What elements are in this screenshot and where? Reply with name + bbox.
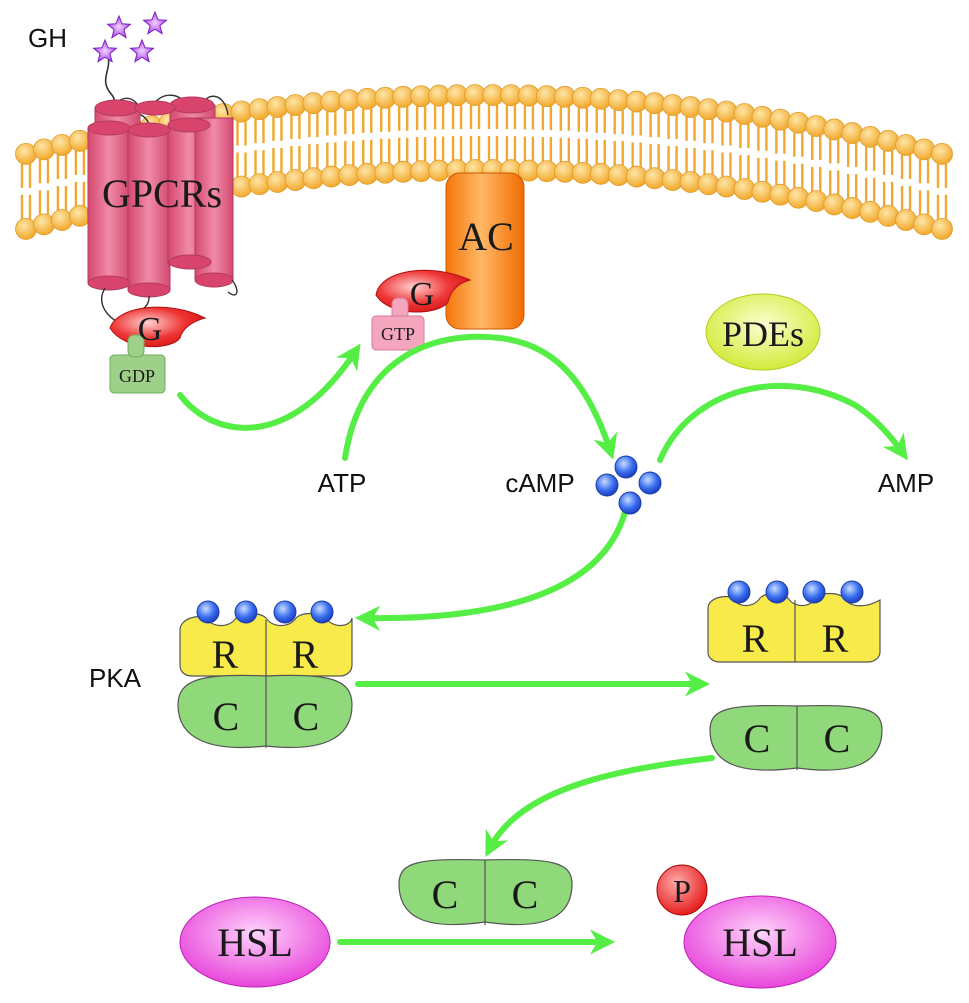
catalytic-label-4: C <box>824 716 851 761</box>
regulatory-subunits: R R <box>179 612 353 677</box>
lipid-head <box>859 125 882 148</box>
lipid-head <box>877 204 900 227</box>
gdp-label: GDP <box>119 366 155 386</box>
hsl-inactive: HSL <box>179 896 331 988</box>
lipid-head <box>805 115 828 137</box>
catalytic-label-6: C <box>512 872 539 917</box>
camp-molecule-dot-icon <box>595 455 662 515</box>
camp-label: cAMP <box>505 468 574 498</box>
gh-molecule-star-icon <box>106 14 132 39</box>
pka-catalytic-dimer-active: C C <box>398 858 573 926</box>
lipid-head <box>877 129 900 152</box>
lipid-head <box>15 142 37 165</box>
camp-to-pka-arrow <box>354 509 628 631</box>
gh-molecule-star-icon <box>142 10 168 35</box>
regulatory-label-4: R <box>822 616 849 661</box>
hsl-label-2: HSL <box>722 920 798 965</box>
regulatory-label-1: R <box>212 632 239 677</box>
lipid-head <box>51 134 73 156</box>
gh-molecule-star-icon <box>129 38 155 63</box>
lipid-head <box>733 178 756 200</box>
pka-catalytic-dimer-free: C C <box>709 704 883 771</box>
gpcrs-label: GPCRs <box>102 171 222 216</box>
regulatory-label-3: R <box>742 616 769 661</box>
pdes-enzyme: PDEs <box>705 293 821 371</box>
lipid-head <box>68 129 91 152</box>
lipid-head <box>913 213 935 236</box>
camp-to-amp-arrow <box>657 382 908 463</box>
lipid-head <box>895 134 917 156</box>
pka-regulatory-dimer: R R <box>707 580 881 663</box>
lipid-head <box>841 122 864 144</box>
hsl-phosphorylated: HSL P <box>656 864 837 989</box>
lipid-head <box>787 111 810 134</box>
pka-holoenzyme: R R C C <box>177 600 353 749</box>
gh-molecule-star-icon <box>92 38 118 63</box>
adenylyl-cyclase: AC <box>445 172 525 330</box>
reaction-arrows <box>177 333 908 955</box>
lipid-head <box>51 209 73 231</box>
gdp-to-gtp-arrow <box>177 343 361 431</box>
catalytic-label-2: C <box>293 694 320 739</box>
g-protein-gdp: G GDP <box>109 306 207 394</box>
lipid-head <box>733 103 756 125</box>
lipid-head <box>913 138 935 161</box>
lipid-head <box>715 100 738 123</box>
lipid-head <box>769 183 792 206</box>
pka-label: PKA <box>89 663 142 693</box>
pdes-label: PDEs <box>722 314 804 354</box>
catalytic-label-1: C <box>213 694 240 739</box>
g-protein-label-gtp: G <box>410 276 435 313</box>
lipid-head <box>895 209 917 231</box>
lipid-head <box>15 217 37 240</box>
lipid-head <box>715 175 738 198</box>
phosphate-group: P <box>656 864 708 916</box>
catalytic-label-3: C <box>744 716 771 761</box>
lipid-head <box>68 204 91 227</box>
g-protein-gtp: G GTP <box>371 269 472 351</box>
catalytic-release-arrow <box>485 755 715 857</box>
lipid-head <box>33 213 55 236</box>
lipid-head <box>33 138 55 161</box>
gtp-label: GTP <box>381 324 415 344</box>
gh-label: GH <box>28 23 67 53</box>
gh-star-icon <box>92 10 168 119</box>
lipid-head <box>751 180 774 203</box>
lipid-head <box>931 142 953 165</box>
regulatory-label-2: R <box>292 632 319 677</box>
catalytic-label-5: C <box>432 872 459 917</box>
amp-label: AMP <box>878 468 934 498</box>
lipid-head <box>751 105 774 128</box>
lipid-head <box>805 190 828 212</box>
lipid-head <box>841 197 864 219</box>
lipid-head <box>769 108 792 131</box>
atp-to-camp-arrow <box>342 333 618 461</box>
hsl-label-1: HSL <box>217 920 293 965</box>
lipid-head <box>823 193 846 216</box>
gpcr-receptor: GPCRs <box>87 94 238 323</box>
lipid-head <box>931 217 953 240</box>
lipid-head <box>823 118 846 141</box>
phosphate-label: P <box>673 873 691 909</box>
atp-label: ATP <box>318 468 367 498</box>
lipid-head <box>859 200 882 223</box>
ac-label: AC <box>458 214 514 259</box>
catalytic-subunits: C C <box>177 674 353 749</box>
lipid-head <box>787 186 810 209</box>
g-protein-label: G <box>138 311 163 348</box>
